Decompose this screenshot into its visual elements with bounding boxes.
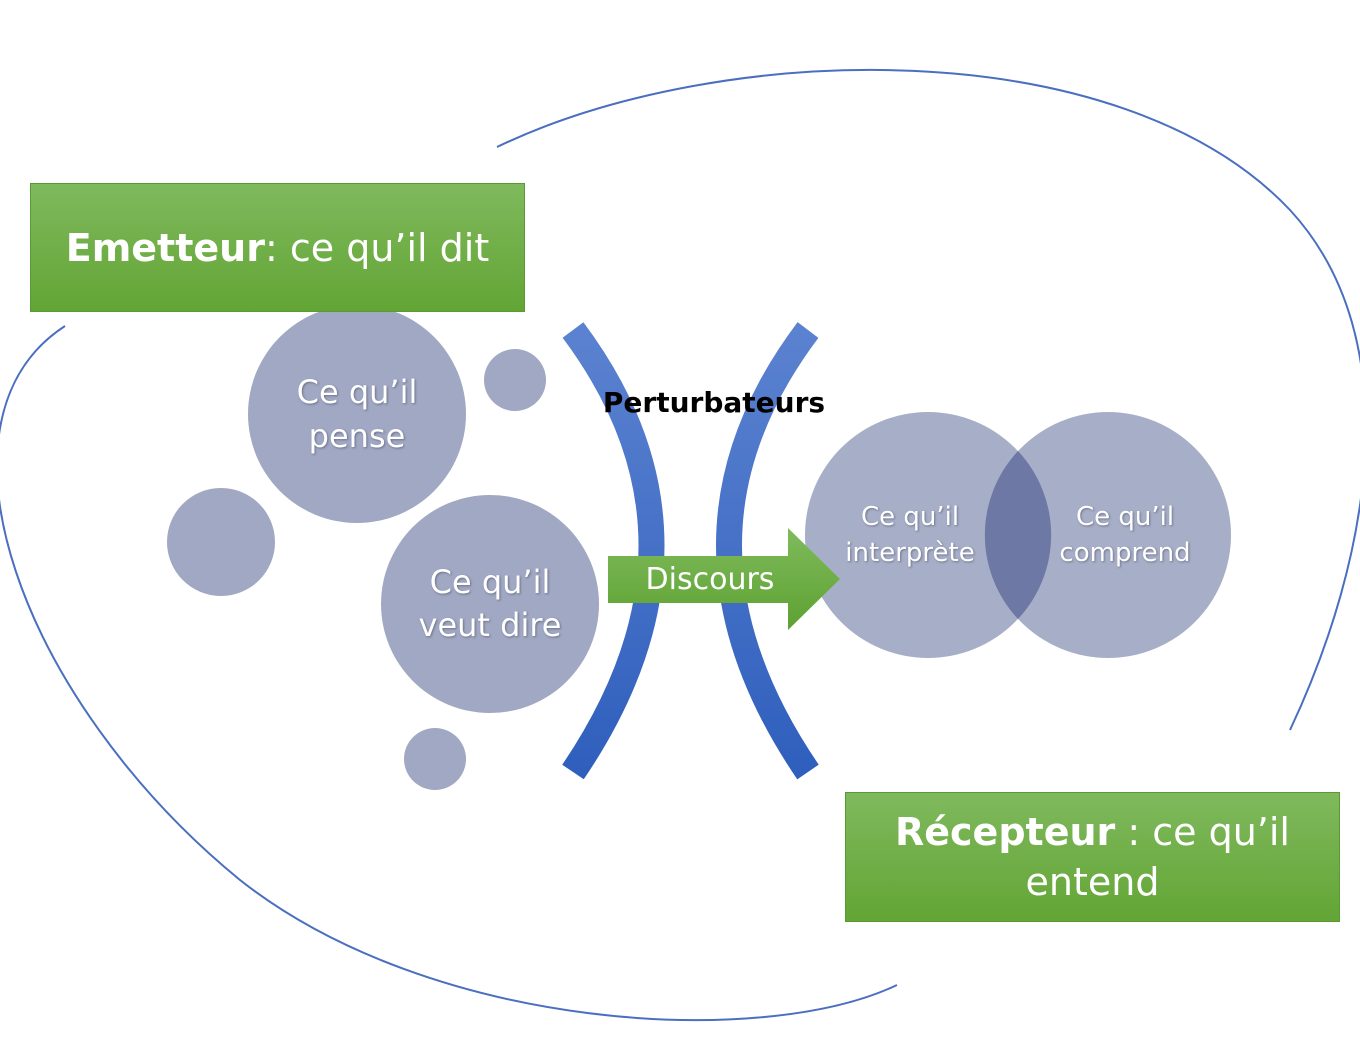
small-bubble — [404, 728, 466, 790]
bubble-comprend-label: Ce qu’il comprend — [1059, 502, 1191, 568]
emitter-label-bold: Emetteur — [65, 225, 265, 270]
perturbateur-arc-right — [716, 322, 819, 780]
venn-overlap — [984, 451, 1052, 619]
perturbateur-arc-left — [562, 322, 665, 780]
receiver-box: Récepteur : ce qu’il entend — [845, 792, 1340, 922]
emitter-box: Emetteur: ce qu’il dit — [30, 183, 525, 312]
bubble-interprete-label: Ce qu’il interprète — [845, 502, 975, 568]
bubble-veut-dire — [381, 495, 599, 713]
bubble-pense — [248, 305, 466, 523]
bubble-interprete — [805, 412, 1051, 658]
perturbateurs-label: Perturbateurs — [602, 386, 826, 419]
small-bubble — [484, 349, 546, 411]
small-bubble — [167, 488, 275, 596]
bubble-pense-label: Ce qu’il pense — [296, 373, 418, 455]
bubble-veut-dire-label: Ce qu’il veut dire — [418, 563, 562, 644]
boundary-curve-upper — [496, 69, 1360, 731]
bubble-comprend — [985, 412, 1231, 658]
emitter-label-rest: : ce qu’il dit — [264, 225, 490, 270]
boundary-curve-lower — [0, 325, 898, 1021]
receiver-label-rest: : ce qu’il entend — [1025, 810, 1290, 904]
discours-arrow — [608, 528, 840, 630]
receiver-label-bold: Récepteur — [895, 810, 1116, 854]
discours-label: Discours — [645, 562, 775, 597]
